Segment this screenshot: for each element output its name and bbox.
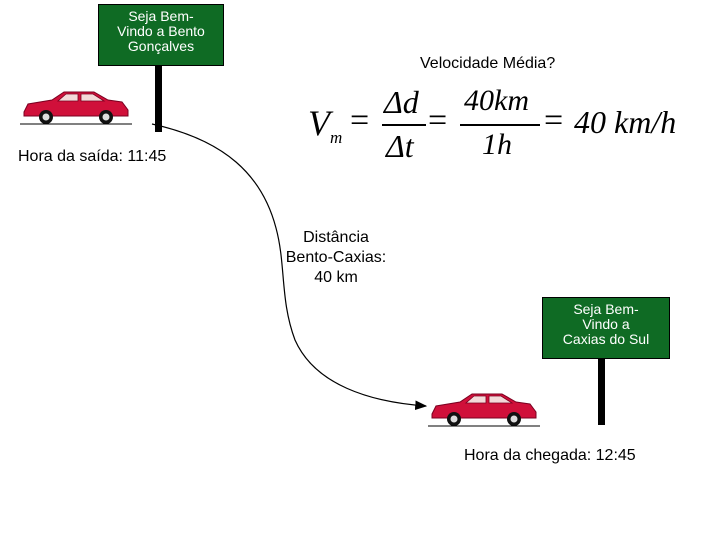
departure-time: Hora da saída: 11:45 [18, 148, 167, 165]
distance-line: Bento-Caxias: [285, 249, 387, 266]
sign-pole [598, 359, 605, 425]
trajectory-curve [151, 123, 428, 411]
formula-equals: = [544, 102, 564, 139]
sign-line: Caxias do Sul [562, 331, 650, 347]
distance-line: Distância [303, 229, 369, 246]
fraction-bar [382, 124, 426, 126]
sign-line: Vindo a [582, 316, 630, 332]
sign-bento-goncalves: Seja Bem- Vindo a Bento Gonçalves [98, 4, 224, 66]
formula-denominator: 1h [482, 128, 512, 161]
sign-line: Gonçalves [127, 38, 195, 54]
fraction-bar [460, 124, 540, 126]
formula-equals: = [350, 102, 370, 139]
sign-line: Vindo a Bento [117, 23, 205, 39]
distance-label: Distância Bento-Caxias: 40 km [272, 228, 400, 288]
sign-caxias-do-sul: Seja Bem- Vindo a Caxias do Sul [542, 297, 670, 359]
sign-line: Seja Bem- [573, 301, 639, 317]
question-label: Velocidade Média? [420, 55, 556, 72]
formula-v: V [308, 103, 330, 143]
distance-line: 40 km [314, 269, 358, 286]
sign-line: Seja Bem- [128, 8, 194, 24]
formula-numerator: 40km [464, 84, 529, 117]
formula-equals: = [428, 102, 448, 139]
formula-sub-m: m [330, 128, 343, 147]
formula-result: 40 km/h [574, 104, 677, 140]
formula-delta-d: Δd [384, 84, 419, 120]
arrival-time: Hora da chegada: 12:45 [464, 447, 636, 464]
sign-pole [155, 66, 162, 132]
average-speed-formula: V m = Δd Δt = 40km 1h = 40 km/h [300, 84, 690, 174]
formula-delta-t: Δt [386, 128, 414, 164]
